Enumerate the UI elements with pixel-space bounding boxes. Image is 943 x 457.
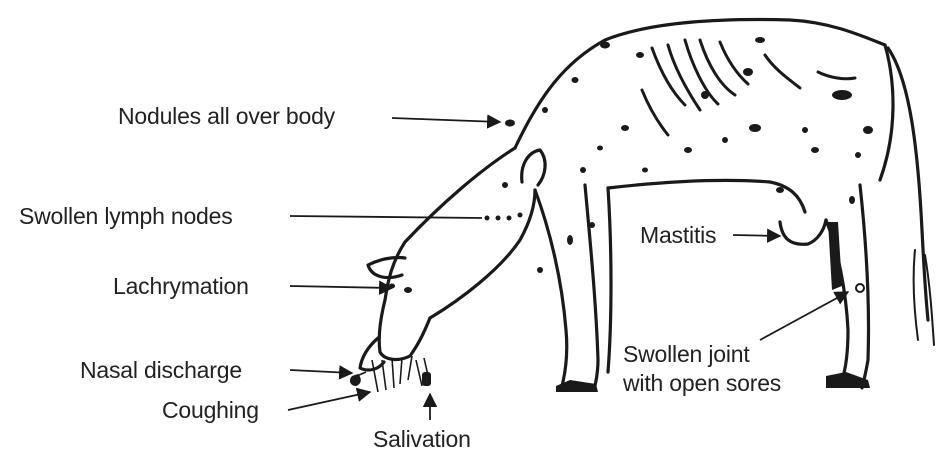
cow-hoof-2 bbox=[826, 372, 870, 388]
label-lachrymation: Lachrymation bbox=[113, 273, 249, 299]
cow-ear-outline bbox=[368, 257, 405, 277]
label-swollen-joint: Swollen joint with open sores bbox=[623, 340, 781, 398]
label-nodules: Nodules all over body bbox=[118, 103, 335, 129]
swollen-joint-mark bbox=[856, 284, 864, 292]
label-swollen-joint-line1: Swollen joint bbox=[623, 340, 781, 369]
nasal-leader bbox=[290, 370, 352, 373]
label-nasal-discharge: Nasal discharge bbox=[80, 357, 242, 383]
nasal-discharge-drop bbox=[350, 374, 361, 386]
joint-leader bbox=[760, 292, 848, 340]
cow-neck-top-outline bbox=[385, 148, 515, 300]
label-salivation: Salivation bbox=[373, 426, 471, 452]
label-swollen-lymph-nodes: Swollen lymph nodes bbox=[19, 203, 233, 229]
cow-front-leg-outline-2 bbox=[585, 185, 598, 390]
cow-front-leg-outline bbox=[535, 190, 567, 386]
nodules-leader bbox=[392, 118, 500, 122]
lachrymation-leader bbox=[290, 286, 392, 288]
cow-hind-leg-dark bbox=[828, 222, 842, 290]
label-swollen-joint-line2: with open sores bbox=[623, 369, 781, 398]
cow-neck-underside-outline bbox=[430, 190, 535, 318]
saliva-drop bbox=[422, 372, 431, 386]
cow-rump-outline bbox=[880, 45, 893, 180]
label-coughing: Coughing bbox=[162, 397, 259, 423]
cow-udder-outline bbox=[780, 220, 826, 244]
coughing-leader bbox=[288, 392, 370, 410]
cow-belly-outline bbox=[608, 180, 805, 212]
cow-horn-outline bbox=[522, 150, 545, 185]
label-mastitis: Mastitis bbox=[640, 222, 716, 248]
cow-inner-front-leg-outline bbox=[608, 188, 611, 372]
cow-face-outline bbox=[379, 300, 430, 359]
mastitis-leader bbox=[733, 235, 780, 236]
lymph-leader bbox=[290, 216, 482, 218]
